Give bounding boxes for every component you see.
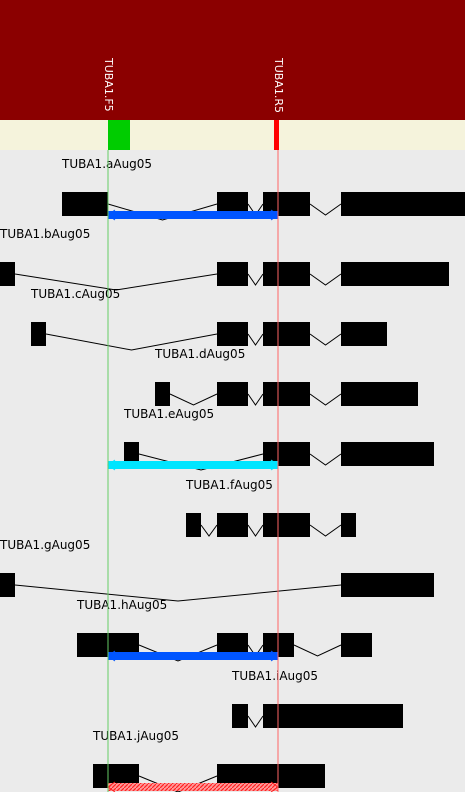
exon-block (217, 322, 248, 346)
exon-block (341, 513, 356, 537)
exon-block (341, 573, 434, 597)
transcript: TUBA1.bAug05 (0, 227, 449, 291)
transcript-label: TUBA1.gAug05 (0, 538, 90, 552)
transcript: TUBA1.fAug05 (185, 478, 356, 537)
exon-block (124, 442, 139, 466)
exon-block (263, 704, 403, 728)
transcript-label: TUBA1.iAug05 (231, 669, 318, 683)
transcript: TUBA1.gAug05 (0, 538, 434, 602)
transcript: TUBA1.iAug05 (231, 669, 403, 728)
intron-line (247, 273, 264, 286)
exon-block (217, 513, 248, 537)
exon-block (263, 322, 310, 346)
transcript-label: TUBA1.cAug05 (30, 287, 120, 301)
intron-line (14, 584, 342, 602)
intron-line (138, 775, 218, 792)
exon-block (341, 442, 434, 466)
transcript: TUBA1.dAug05 (154, 347, 418, 406)
intron-line (247, 715, 264, 728)
exon-block (341, 322, 387, 346)
transcript-label: TUBA1.eAug05 (123, 407, 214, 421)
transcript: TUBA1.hAug05 (76, 598, 372, 662)
exon-block (341, 633, 372, 657)
exon-block (263, 513, 310, 537)
transcript: TUBA1.cAug05 (30, 287, 387, 351)
amplicon-bar (108, 461, 278, 469)
exon-block (341, 192, 465, 216)
intron-line (14, 273, 218, 291)
intron-line (138, 644, 218, 662)
exon-block (186, 513, 201, 537)
primer-mark-forward (108, 120, 130, 150)
intron-line (309, 524, 342, 537)
intron-line (293, 644, 342, 657)
intron-line (45, 333, 218, 351)
amplicon-bar (108, 652, 278, 660)
intron-line (309, 203, 342, 216)
amplicon-bar (108, 211, 278, 219)
exon-block (263, 382, 310, 406)
transcript-label: TUBA1.fAug05 (185, 478, 273, 492)
transcript-label: TUBA1.dAug05 (154, 347, 245, 361)
primer-mark-reverse (274, 120, 279, 150)
exon-block (263, 262, 310, 286)
intron-line (107, 203, 218, 221)
intron-line (309, 273, 342, 286)
exon-block (0, 573, 15, 597)
amplicon-bar (108, 783, 278, 791)
intron-line (247, 333, 264, 346)
intron-line (309, 333, 342, 346)
exon-block (62, 192, 108, 216)
primer-track (0, 120, 465, 150)
intron-line (309, 453, 342, 466)
transcript-label: TUBA1.bAug05 (0, 227, 90, 241)
exon-block (217, 262, 248, 286)
intron-line (247, 524, 264, 537)
transcript: TUBA1.jAug05 (92, 729, 325, 792)
transcript: TUBA1.eAug05 (107, 407, 434, 471)
exon-block (0, 262, 15, 286)
intron-line (247, 393, 264, 406)
intron-line (169, 393, 218, 406)
intron-line (138, 453, 264, 471)
transcript: TUBA1.aAug05 (61, 157, 465, 221)
transcript-label: TUBA1.aAug05 (61, 157, 152, 171)
transcript-label: TUBA1.hAug05 (76, 598, 167, 612)
exon-block (341, 262, 449, 286)
exon-block (31, 322, 46, 346)
primer-header (0, 0, 465, 120)
exon-block (155, 382, 170, 406)
intron-line (200, 524, 218, 537)
intron-line (309, 393, 342, 406)
exon-block (232, 704, 248, 728)
exon-block (217, 382, 248, 406)
exon-block (341, 382, 418, 406)
transcript-label: TUBA1.jAug05 (92, 729, 179, 743)
